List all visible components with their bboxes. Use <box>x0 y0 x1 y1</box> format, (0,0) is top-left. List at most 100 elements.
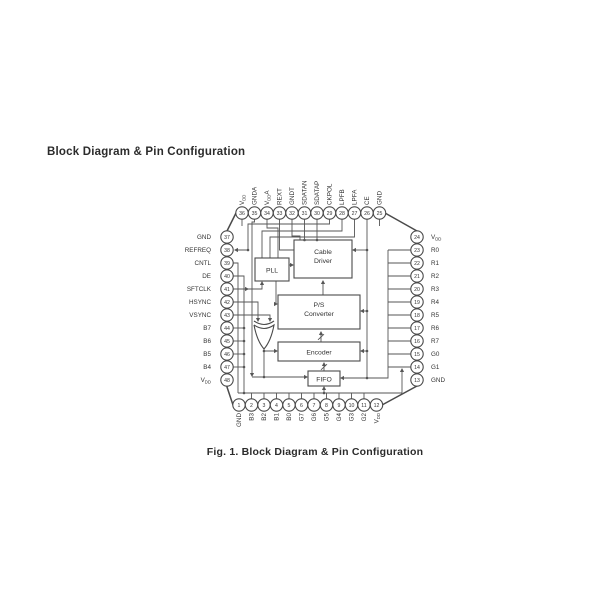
arrowhead-right <box>274 301 278 307</box>
pin-1-label: GND <box>236 413 243 427</box>
pin-48-label: VDD <box>201 377 211 384</box>
page-title: Block Diagram & Pin Configuration <box>47 146 246 158</box>
pin-33-number: 33 <box>277 211 283 217</box>
pin-46-number: 46 <box>224 352 230 358</box>
pin-22-label: R1 <box>431 260 440 267</box>
pin-38-number: 38 <box>224 248 230 254</box>
pin-27-number: 27 <box>352 211 358 217</box>
pin-45-label: B6 <box>203 338 211 345</box>
pin-39-label: CNTL <box>195 260 212 267</box>
pin-8-number: 8 <box>325 403 328 409</box>
pin-40-label: DE <box>202 273 211 280</box>
junction-dot <box>242 326 246 330</box>
pin-40-number: 40 <box>224 274 230 280</box>
junction-dot <box>262 375 266 379</box>
pin-8-label: G5 <box>324 413 331 422</box>
wire-19 <box>233 314 271 319</box>
block-cable-driver <box>293 239 353 279</box>
wire-4 <box>291 219 301 240</box>
arrowhead-up <box>259 281 265 285</box>
pin-6-label: G7 <box>299 413 306 422</box>
pin-42-label: HSYNC <box>189 299 211 306</box>
wire-7 <box>236 219 330 251</box>
block-fifo-label: FIFO <box>316 377 331 384</box>
pin-13-number: 13 <box>414 378 420 384</box>
pin-11-label: G2 <box>361 413 368 422</box>
pin-31-number: 31 <box>302 211 308 217</box>
pin-27-label: LPFA <box>352 189 359 205</box>
arrowhead-up <box>321 386 327 390</box>
pin-45-number: 45 <box>224 339 230 345</box>
pin-16-label: R7 <box>431 338 440 345</box>
junction-dot <box>365 376 369 380</box>
pin-13 <box>410 373 424 387</box>
pin-47-number: 47 <box>224 365 230 371</box>
pin-7-label: G6 <box>311 413 318 422</box>
arrowhead-down <box>249 373 255 377</box>
pin-39-number: 39 <box>224 261 230 267</box>
pin-7-number: 7 <box>313 403 316 409</box>
pin-44 <box>220 321 234 335</box>
pin-21-number: 21 <box>414 274 420 280</box>
junction-dot <box>322 391 326 395</box>
pin-29-number: 29 <box>327 211 333 217</box>
wire-9 <box>269 219 355 258</box>
pin-20 <box>410 282 424 296</box>
pin-25-label: GND <box>377 191 384 205</box>
pin-34-label: VDDA <box>264 190 271 205</box>
pin-4-number: 4 <box>275 403 278 409</box>
pin-32-number: 32 <box>289 211 295 217</box>
pin-47-label: B4 <box>203 364 211 371</box>
pin-9-number: 9 <box>338 403 341 409</box>
pin-33-label: REXT <box>277 188 284 205</box>
pin-48-number: 48 <box>224 378 230 384</box>
pin-13-label: GND <box>431 377 445 384</box>
arrowhead-down <box>267 318 273 322</box>
pin-9-label: G4 <box>336 413 343 422</box>
pin-4-label: B1 <box>274 413 281 421</box>
junction-dot <box>365 309 369 313</box>
wire-2 <box>266 219 279 258</box>
pin-26-label: CE <box>364 196 371 205</box>
pin-28-label: LPFB <box>339 189 346 205</box>
bus-slash <box>320 363 328 371</box>
pin-23-label: R0 <box>431 247 440 254</box>
junction-dot <box>242 339 246 343</box>
pin-17 <box>410 321 424 335</box>
pin-35-number: 35 <box>252 211 258 217</box>
arrowhead-left <box>360 308 364 314</box>
arrowhead-right <box>274 348 278 354</box>
arrowhead-up <box>399 368 405 372</box>
pin-2-number: 2 <box>250 403 253 409</box>
pin-44-number: 44 <box>224 326 230 332</box>
pin-12-label: VDD <box>374 413 381 423</box>
pin-10-label: G3 <box>349 413 356 422</box>
pin-20-label: R3 <box>431 286 440 293</box>
pin-43-label: VSYNC <box>189 312 211 319</box>
pin-20-number: 20 <box>414 287 420 293</box>
pin-30-label: SDATAP <box>314 181 321 205</box>
pin-15-number: 15 <box>414 352 420 358</box>
pin-14 <box>410 360 424 374</box>
block-ps-converter <box>277 294 361 330</box>
arrowhead-right <box>304 374 308 380</box>
pin-18-label: R5 <box>431 312 440 319</box>
wire-24 <box>341 250 389 379</box>
junction-dot <box>242 365 246 369</box>
arrowhead-up <box>321 362 327 366</box>
wire-17 <box>233 282 263 290</box>
pin-28-number: 28 <box>339 211 345 217</box>
pin-48 <box>220 373 234 387</box>
pin-18-number: 18 <box>414 313 420 319</box>
wire-16 <box>233 275 245 393</box>
pin-41-number: 41 <box>224 287 230 293</box>
pin-29-label: CKPOL <box>327 183 334 205</box>
figure-caption: Fig. 1. Block Diagram & Pin Configuratio… <box>206 446 424 458</box>
pin-36-label: VDD <box>239 195 246 205</box>
pin-42 <box>220 295 234 309</box>
pin-14-label: G1 <box>431 364 440 371</box>
pin-5-label: B0 <box>286 413 293 421</box>
arrowhead-right <box>245 286 249 292</box>
junction-dot <box>315 238 319 242</box>
